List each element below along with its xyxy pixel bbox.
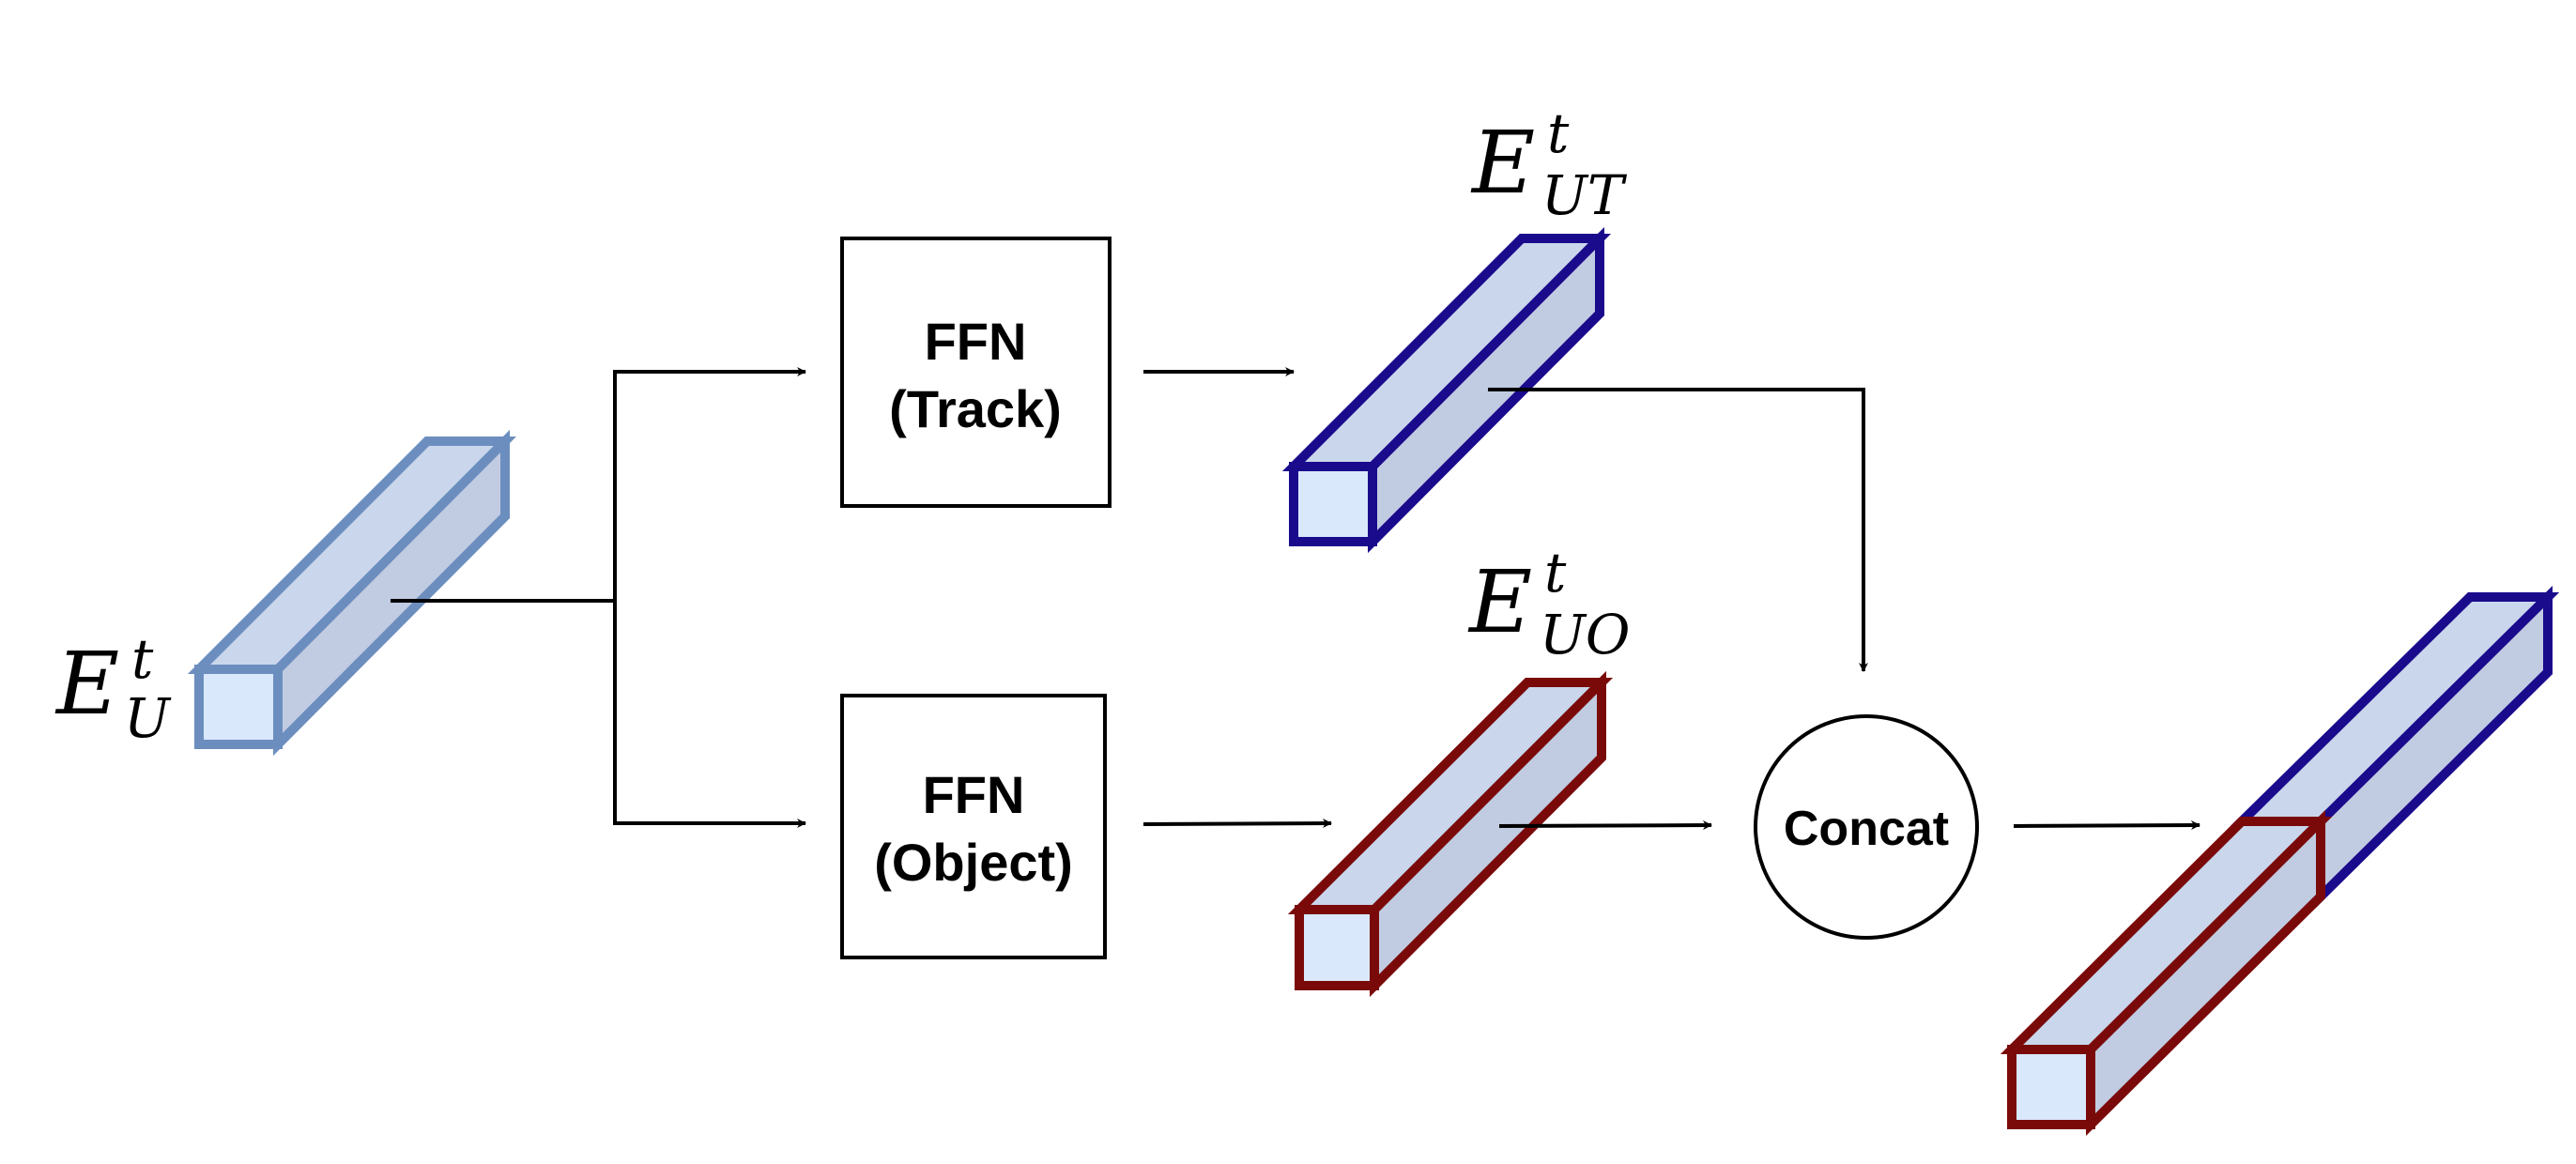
input-tensor-label-sub: U <box>124 686 172 750</box>
edge-ffn-object-to-object-tensor <box>1142 819 1332 829</box>
ffn-object-node: FFN (Object) <box>840 694 1107 959</box>
ffn-track-subtitle: (Track) <box>889 379 1062 438</box>
object-tensor-label-sub: UO <box>1540 603 1630 666</box>
output-tensor <box>2000 586 2560 1137</box>
object-tensor-label: E <box>1467 552 1532 652</box>
object-tensor-label-sup: t <box>1544 541 1567 605</box>
concat-label: Concat <box>1784 802 1949 856</box>
output-tensor-front-face <box>2007 1045 2095 1129</box>
input-tensor <box>187 429 517 757</box>
track-tensor-front-face <box>1289 462 1377 546</box>
edge-split-to-track <box>613 367 806 601</box>
edge-concat-to-output <box>2013 820 2200 831</box>
ffn-track-node: FFN (Track) <box>840 237 1112 508</box>
concat-node: Concat <box>1754 714 1979 940</box>
ffn-track-title: FFN <box>925 312 1027 371</box>
track-tensor-label-sub: UT <box>1541 163 1628 227</box>
edge-split-to-object <box>613 601 806 828</box>
ffn-object-title: FFN <box>923 765 1025 824</box>
concat-circle <box>1754 714 1979 940</box>
object-tensor-front-face <box>1295 905 1379 990</box>
track-tensor <box>1281 226 1612 554</box>
track-tensor-label: E <box>1470 113 1535 213</box>
ffn-object-box <box>840 694 1107 959</box>
input-tensor-front-face <box>194 665 283 749</box>
edge-track-tensor-to-concat <box>1488 388 1868 672</box>
input-tensor-label: E <box>54 634 119 734</box>
track-tensor-label-sup: t <box>1547 101 1570 165</box>
ffn-object-subtitle: (Object) <box>874 833 1073 892</box>
input-tensor-label-sup: t <box>131 627 154 691</box>
ffn-track-box <box>840 237 1112 508</box>
edge-object-tensor-to-concat <box>1498 820 1712 831</box>
object-tensor <box>1287 670 1614 998</box>
